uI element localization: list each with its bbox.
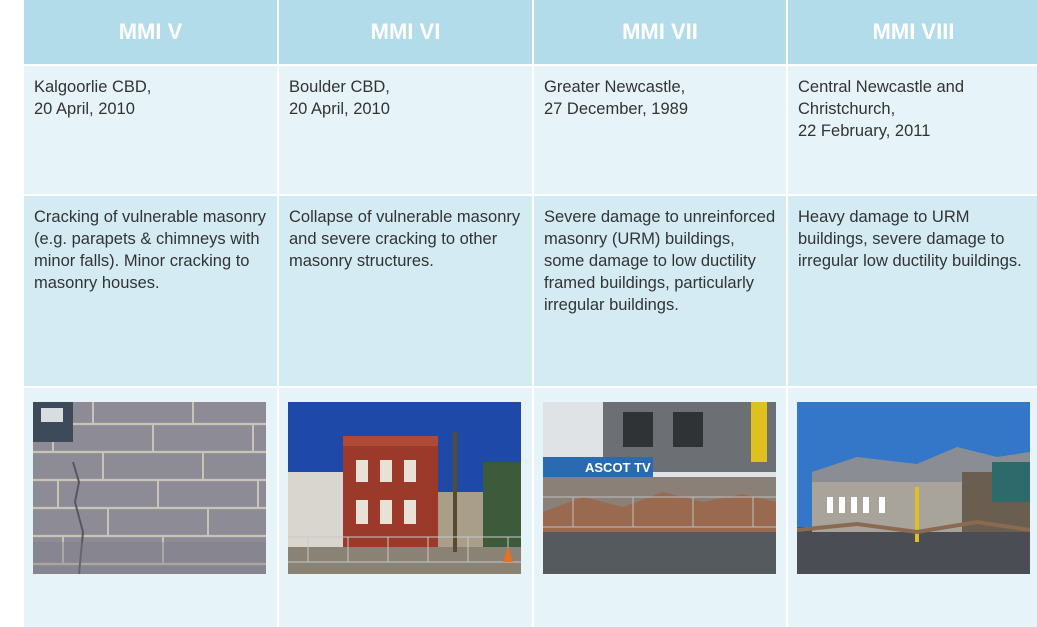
location-line: Kalgoorlie CBD, xyxy=(34,78,152,96)
collapsed-roof-building-photo xyxy=(797,402,1030,574)
collapsed-shopfront-photo: ASCOT TV xyxy=(543,402,776,574)
photo-cell-mmi-vii: ASCOT TV xyxy=(534,388,786,627)
location-line: Central Newcastle and xyxy=(798,78,964,96)
location-cell-mmi-viii: Central Newcastle and Christchurch, 22 F… xyxy=(788,66,1037,194)
header-label: MMI V xyxy=(118,19,183,44)
location-cell-mmi-v: Kalgoorlie CBD, 20 April, 2010 xyxy=(24,66,277,194)
cracked-brick-wall-photo xyxy=(33,402,266,574)
description-cell-mmi-vii: Severe damage to unreinforced masonry (U… xyxy=(534,196,786,386)
location-cell-mmi-vii: Greater Newcastle, 27 December, 1989 xyxy=(534,66,786,194)
header-mmi-viii: MMI VIII xyxy=(788,0,1037,64)
header-label: MMI VI xyxy=(370,19,441,44)
location-line: 20 April, 2010 xyxy=(289,100,390,118)
location-line: 22 February, 2011 xyxy=(798,122,931,140)
location-line: Boulder CBD, xyxy=(289,78,390,96)
location-cell-mmi-vi: Boulder CBD, 20 April, 2010 xyxy=(279,66,532,194)
photo-cell-mmi-viii xyxy=(788,388,1037,627)
description-cell-mmi-viii: Heavy damage to URM buildings, severe da… xyxy=(788,196,1037,386)
photo-cell-mmi-v xyxy=(24,388,277,627)
header-mmi-vii: MMI VII xyxy=(534,0,786,64)
mmi-intensity-table: MMI V MMI VI MMI VII MMI VIII Kalgoorlie… xyxy=(24,0,1037,627)
damage-description: Cracking of vulnerable masonry (e.g. par… xyxy=(34,208,267,292)
location-line: Greater Newcastle, xyxy=(544,78,686,96)
header-label: MMI VIII xyxy=(872,19,955,44)
photo-cell-mmi-vi xyxy=(279,388,532,627)
damage-description: Severe damage to unreinforced masonry (U… xyxy=(544,208,776,314)
header-label: MMI VII xyxy=(622,19,698,44)
header-mmi-vi: MMI VI xyxy=(279,0,532,64)
description-cell-mmi-v: Cracking of vulnerable masonry (e.g. par… xyxy=(24,196,277,386)
location-line: Christchurch, xyxy=(798,100,896,118)
damaged-brick-building-photo xyxy=(288,402,521,574)
location-line: 27 December, 1989 xyxy=(544,100,689,118)
damage-description: Heavy damage to URM buildings, severe da… xyxy=(798,208,1022,270)
description-cell-mmi-vi: Collapse of vulnerable masonry and sever… xyxy=(279,196,532,386)
shop-sign-text: ASCOT TV xyxy=(585,460,651,475)
header-mmi-v: MMI V xyxy=(24,0,277,64)
damage-description: Collapse of vulnerable masonry and sever… xyxy=(289,208,521,270)
location-line: 20 April, 2010 xyxy=(34,100,135,118)
